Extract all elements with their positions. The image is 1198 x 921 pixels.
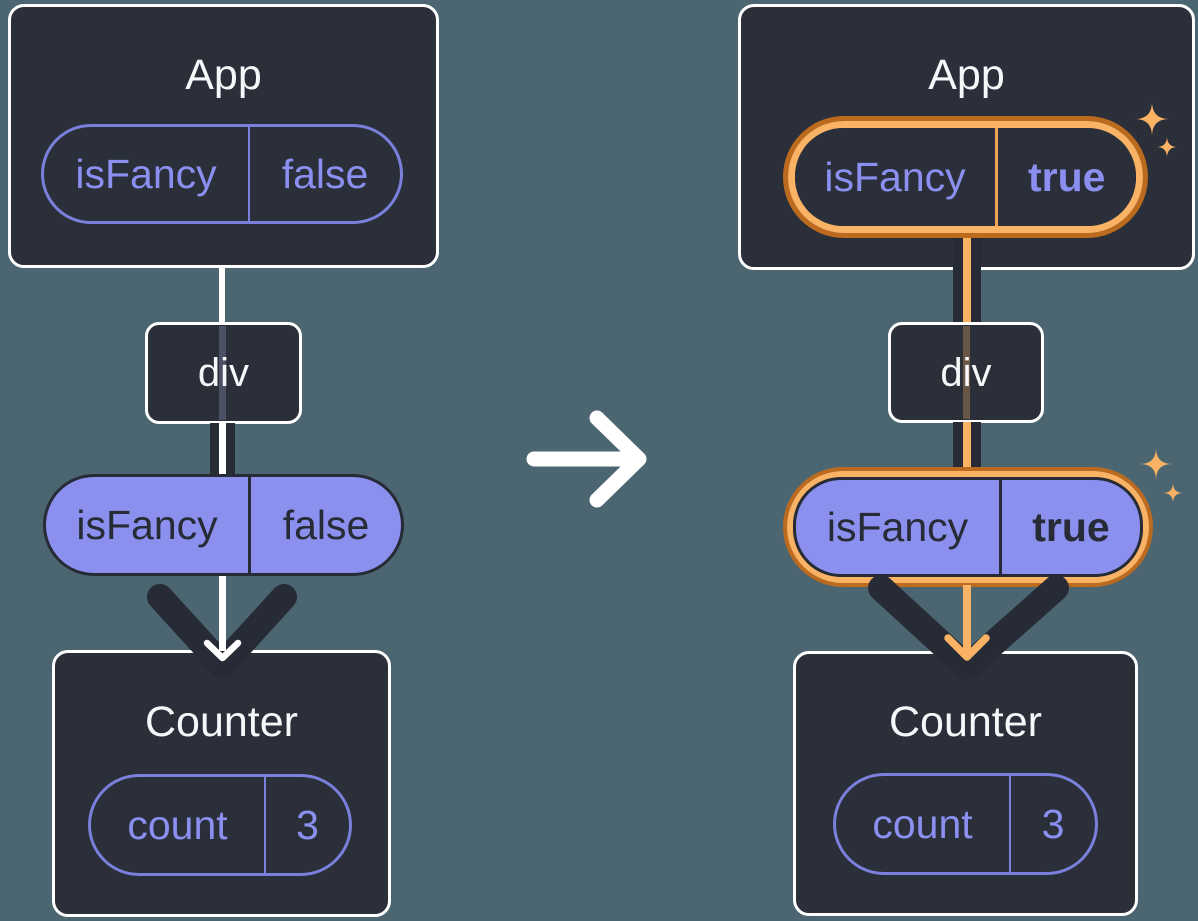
highlight-ring: isFancy true <box>787 471 1149 583</box>
after-div-inner-line <box>963 326 970 419</box>
before-counter-title: Counter <box>145 698 298 746</box>
before-div-pill-core <box>219 423 226 480</box>
state-value-label: 3 <box>1041 800 1065 847</box>
after-passed-prop-pill-highlight: isFancy true <box>783 467 1153 587</box>
after-passed-prop-pill: isFancy true <box>793 477 1143 577</box>
prop-name-label: isFancy <box>76 501 218 548</box>
pill-divider <box>995 128 998 226</box>
before-app-div-edge <box>219 266 225 323</box>
state-value-label: 3 <box>296 801 319 848</box>
pill-divider <box>248 127 250 221</box>
highlight-ring: isFancy true <box>788 121 1143 233</box>
prop-value-label: false <box>282 501 370 548</box>
after-div-card <box>888 322 1044 423</box>
after-app-prop-pill: isFancy true <box>795 128 1136 226</box>
prop-name-label: isFancy <box>826 503 969 550</box>
after-app-prop-pill-highlight: isFancy true <box>783 116 1148 238</box>
sparkles-icon <box>1139 447 1173 481</box>
prop-value-label: false <box>281 150 369 197</box>
prop-name-label: isFancy <box>824 153 966 200</box>
before-div-title: div <box>197 351 250 395</box>
after-app-div-core <box>963 232 971 322</box>
before-app-prop-pill: isFancy false <box>41 124 403 224</box>
after-counter-state-pill: count 3 <box>833 773 1098 875</box>
pill-divider <box>1009 776 1011 872</box>
prop-value-label: true <box>1032 503 1110 550</box>
sparkles-icon <box>1162 482 1184 504</box>
before-app-title: App <box>185 51 262 99</box>
state-name-label: count <box>872 800 973 847</box>
pill-divider <box>264 777 266 873</box>
state-name-label: count <box>127 801 228 848</box>
before-div-card <box>145 322 302 424</box>
after-counter-title: Counter <box>889 698 1042 746</box>
after-div-pill-core <box>963 422 971 480</box>
arrow-right-icon <box>526 410 647 508</box>
prop-name-label: isFancy <box>75 150 217 197</box>
after-counter-card <box>793 651 1138 916</box>
prop-value-label: true <box>1028 153 1106 200</box>
before-counter-state-pill: count 3 <box>88 774 352 876</box>
pill-divider <box>999 480 1002 574</box>
pill-divider <box>248 477 251 573</box>
after-div-title: div <box>940 351 992 395</box>
before-div-inner-line <box>219 326 226 420</box>
before-passed-prop-pill: isFancy false <box>43 474 404 576</box>
after-app-title: App <box>928 51 1005 99</box>
